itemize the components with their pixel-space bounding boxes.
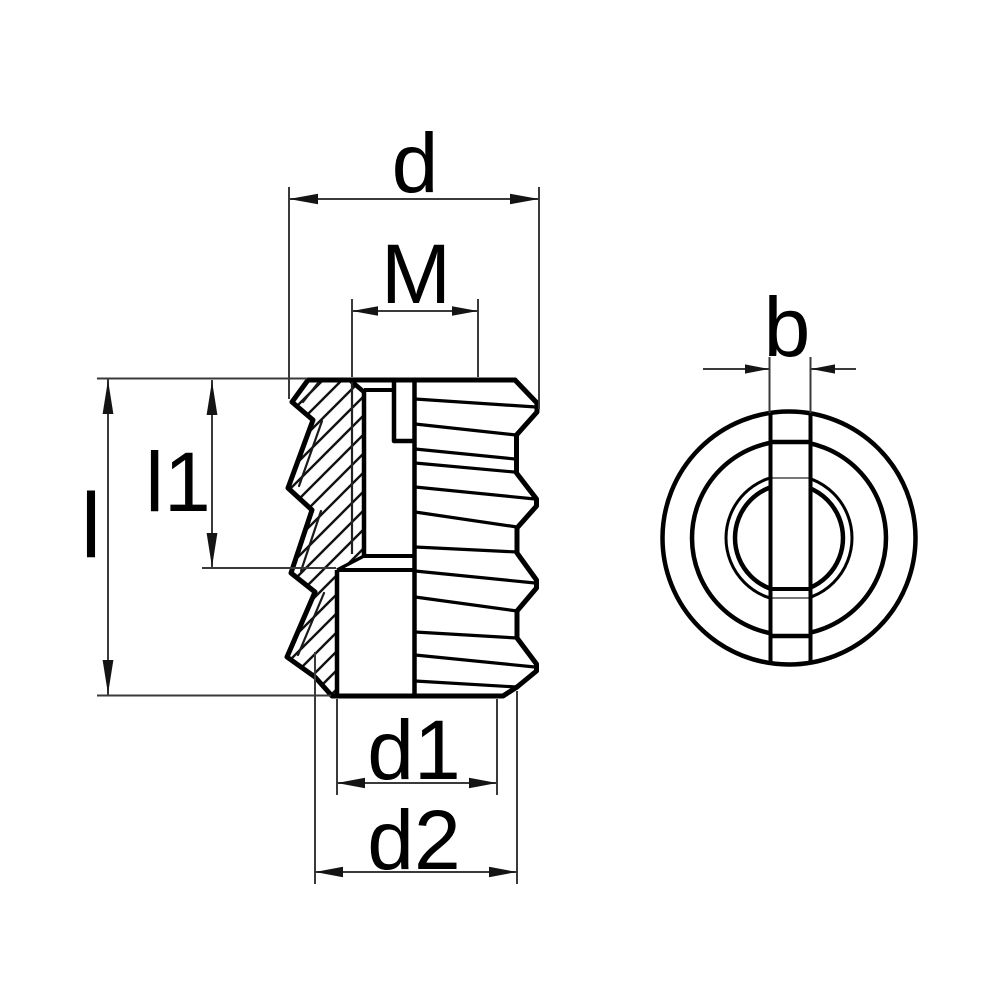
arrow-left-icon (352, 306, 378, 316)
arrow-right-icon (469, 777, 497, 789)
outer-thread-circle (660, 409, 918, 667)
thread-profile-right (512, 377, 540, 690)
arrow-up-icon (102, 380, 114, 414)
arrow-right-icon (489, 866, 517, 878)
dimension-l1: l1 (145, 380, 336, 569)
arrow-left-icon (315, 866, 343, 878)
dim-label-b: b (764, 280, 811, 374)
dim-label-M: M (381, 227, 451, 321)
dimension-d2: d2 (314, 652, 518, 887)
slot-mask (772, 420, 809, 654)
slot-chords (770, 439, 811, 639)
arrow-left-icon (289, 193, 318, 205)
slot-walls (768, 413, 813, 663)
dimension-M: M (351, 227, 479, 377)
dimension-b: b (703, 280, 856, 413)
dim-label-d2: d2 (367, 793, 460, 887)
section-view (284, 377, 540, 699)
flank-detail-lines (296, 381, 326, 657)
arrow-down-icon (102, 660, 114, 694)
dimension-l: l (81, 377, 331, 697)
dimension-d: d (288, 116, 540, 409)
bore-shoulder (336, 554, 414, 572)
arrow-left-icon (811, 364, 835, 374)
dimension-d1: d1 (336, 699, 498, 797)
arrow-up-icon (206, 381, 218, 415)
slot-section (391, 380, 414, 444)
body-outline-left (284, 377, 520, 699)
arrow-left-icon (337, 777, 365, 789)
arrow-right-icon (452, 306, 478, 316)
dim-label-d1: d1 (367, 703, 460, 797)
dim-label-l: l (81, 475, 101, 577)
arrow-right-icon (745, 364, 769, 374)
arrow-right-icon (510, 193, 539, 205)
thread-helix-lines (413, 397, 538, 689)
arrow-down-icon (206, 533, 218, 567)
dim-label-l1: l1 (145, 435, 210, 529)
end-view (660, 409, 918, 667)
dim-label-d: d (392, 116, 439, 210)
